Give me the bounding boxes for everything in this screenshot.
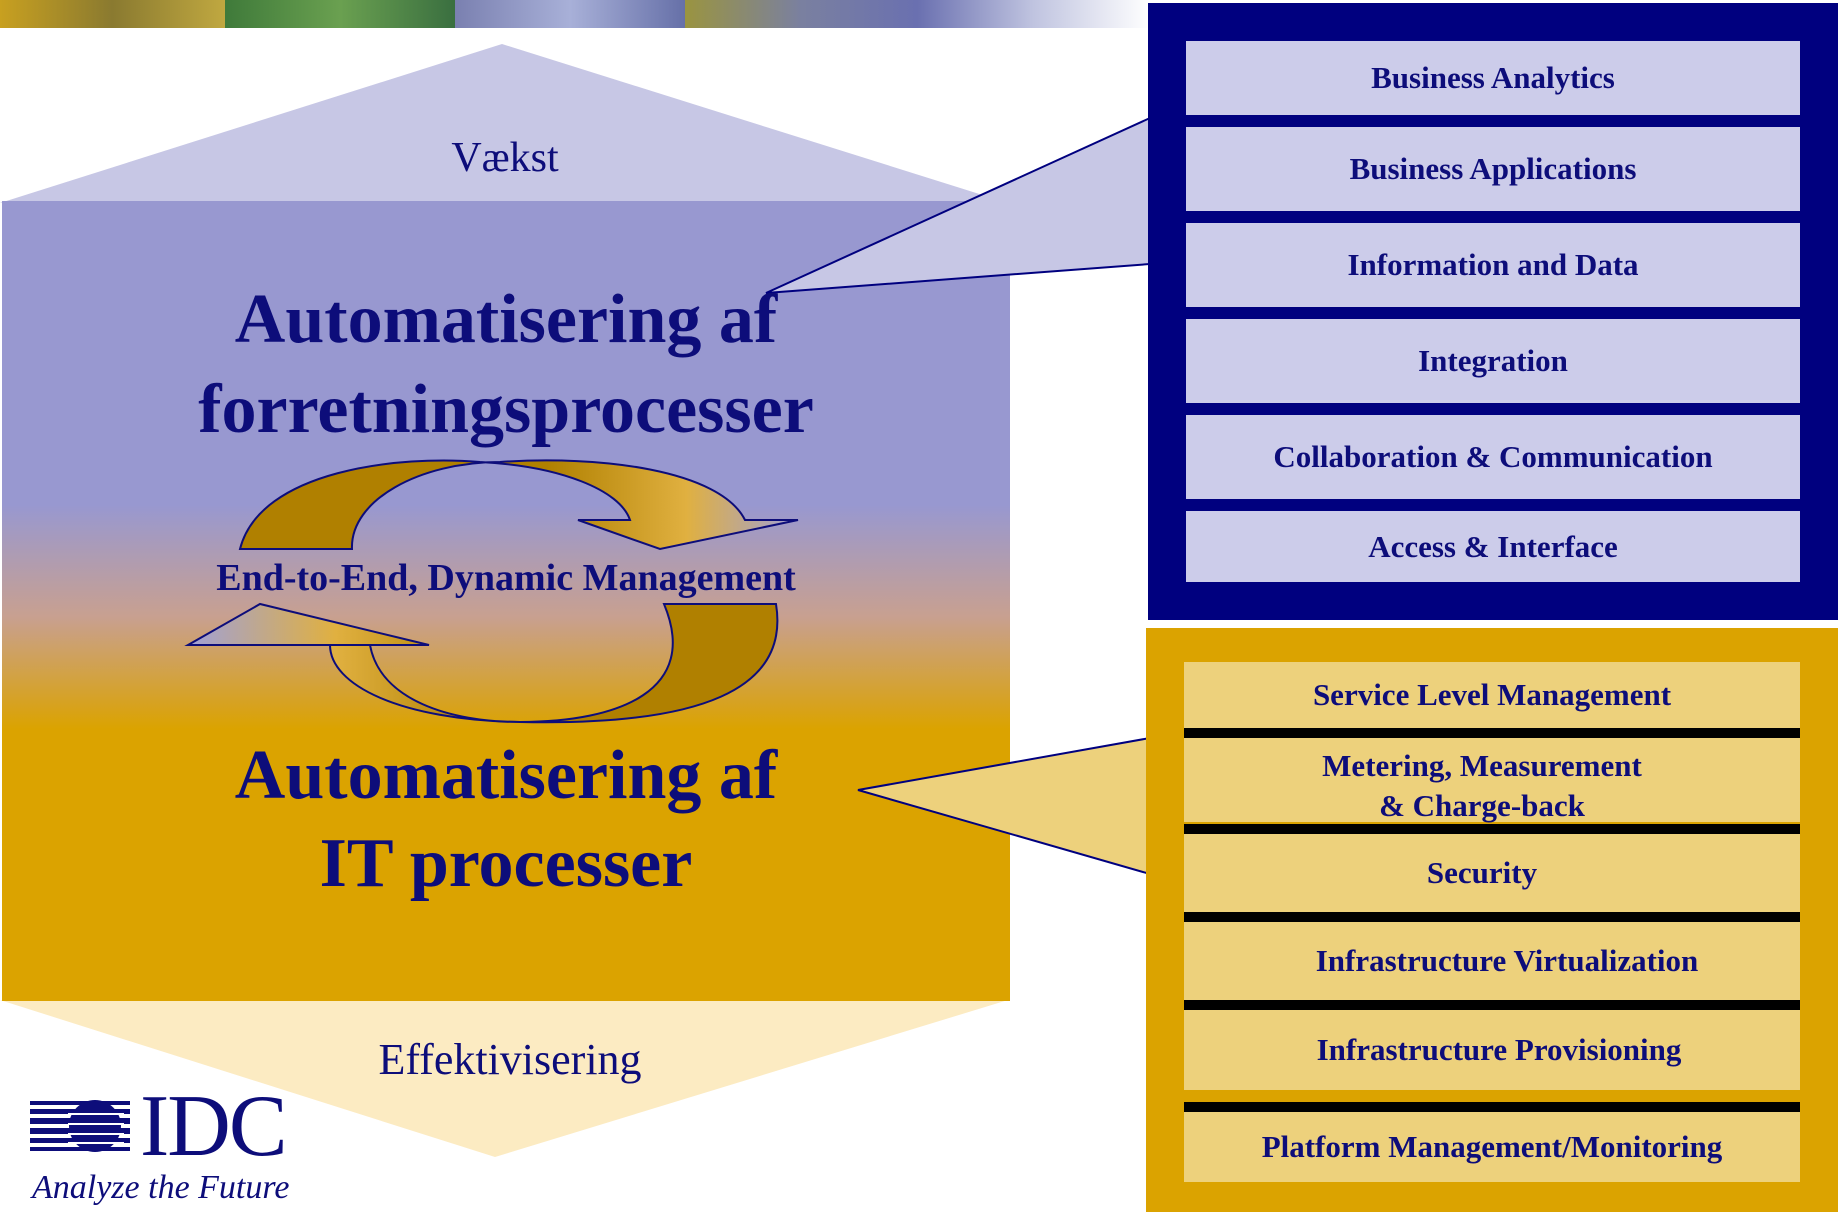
idc-logo: IDC Analyze the Future bbox=[30, 1079, 300, 1206]
idc-brand-text: IDC bbox=[140, 1078, 288, 1175]
central-square bbox=[2, 201, 1010, 1001]
layer-label: Business Analytics bbox=[1371, 60, 1615, 95]
layer-row-business-applications: Business Applications bbox=[1186, 127, 1800, 211]
layer-separator bbox=[1184, 728, 1800, 738]
layer-separator bbox=[1184, 912, 1800, 922]
cycle-arrow-bottom bbox=[184, 602, 779, 724]
layer-row-security: Security bbox=[1184, 834, 1800, 912]
it-layers-panel: Service Level Management Metering, Measu… bbox=[1146, 628, 1838, 1212]
layer-separator bbox=[1184, 1000, 1800, 1010]
layer-row-platform-management: Platform Management/Monitoring bbox=[1184, 1112, 1800, 1182]
business-layers-panel: Business Analytics Business Applications… bbox=[1148, 3, 1838, 620]
top-decorative-strip bbox=[0, 0, 1150, 28]
layer-label: Metering, Measurement bbox=[1322, 748, 1642, 783]
layer-separator bbox=[1184, 824, 1800, 834]
layer-row-infra-virtualization: Infrastructure Virtualization bbox=[1184, 922, 1800, 1000]
layer-row-business-analytics: Business Analytics bbox=[1186, 41, 1800, 115]
layer-label: Integration bbox=[1418, 343, 1568, 378]
cycle-arrow-top bbox=[238, 459, 799, 551]
layer-separator bbox=[1184, 1102, 1800, 1112]
layer-label: Infrastructure Provisioning bbox=[1316, 1032, 1682, 1067]
layer-label: Business Applications bbox=[1349, 151, 1637, 186]
idc-tagline: Analyze the Future bbox=[32, 1169, 290, 1206]
layer-row-access-interface: Access & Interface bbox=[1186, 511, 1800, 582]
growth-label: Vækst bbox=[451, 135, 559, 181]
layer-label: Infrastructure Virtualization bbox=[1315, 943, 1699, 978]
cycle-label: End-to-End, Dynamic Management bbox=[216, 557, 796, 599]
layer-label: Platform Management/Monitoring bbox=[1261, 1129, 1723, 1164]
layer-row-metering: Metering, Measurement & Charge-back bbox=[1184, 738, 1800, 823]
layer-label: Service Level Management bbox=[1312, 677, 1672, 712]
business-process-title-line1: Automatisering af bbox=[234, 281, 778, 358]
business-process-title-line2: forretningsprocesser bbox=[198, 371, 814, 448]
layer-row-information-and-data: Information and Data bbox=[1186, 223, 1800, 307]
layer-label: Security bbox=[1426, 855, 1538, 890]
efficiency-label: Effektivisering bbox=[378, 1035, 642, 1084]
layer-label: Collaboration & Communication bbox=[1273, 439, 1713, 474]
it-process-title-line2: IT processer bbox=[319, 825, 693, 902]
layer-row-service-level: Service Level Management bbox=[1184, 662, 1800, 728]
layer-row-collaboration: Collaboration & Communication bbox=[1186, 415, 1800, 499]
layer-label: Access & Interface bbox=[1368, 528, 1618, 564]
layer-row-infra-provisioning: Infrastructure Provisioning bbox=[1184, 1010, 1800, 1090]
layer-row-integration: Integration bbox=[1186, 319, 1800, 403]
idc-globe-mark bbox=[30, 1100, 130, 1152]
it-process-title-line1: Automatisering af bbox=[234, 737, 778, 814]
hexagon-top bbox=[0, 44, 1008, 203]
layer-label: Information and Data bbox=[1347, 247, 1639, 282]
layer-label-continued: & Charge-back bbox=[1379, 788, 1585, 823]
hexagon-bottom bbox=[0, 1000, 1008, 1157]
